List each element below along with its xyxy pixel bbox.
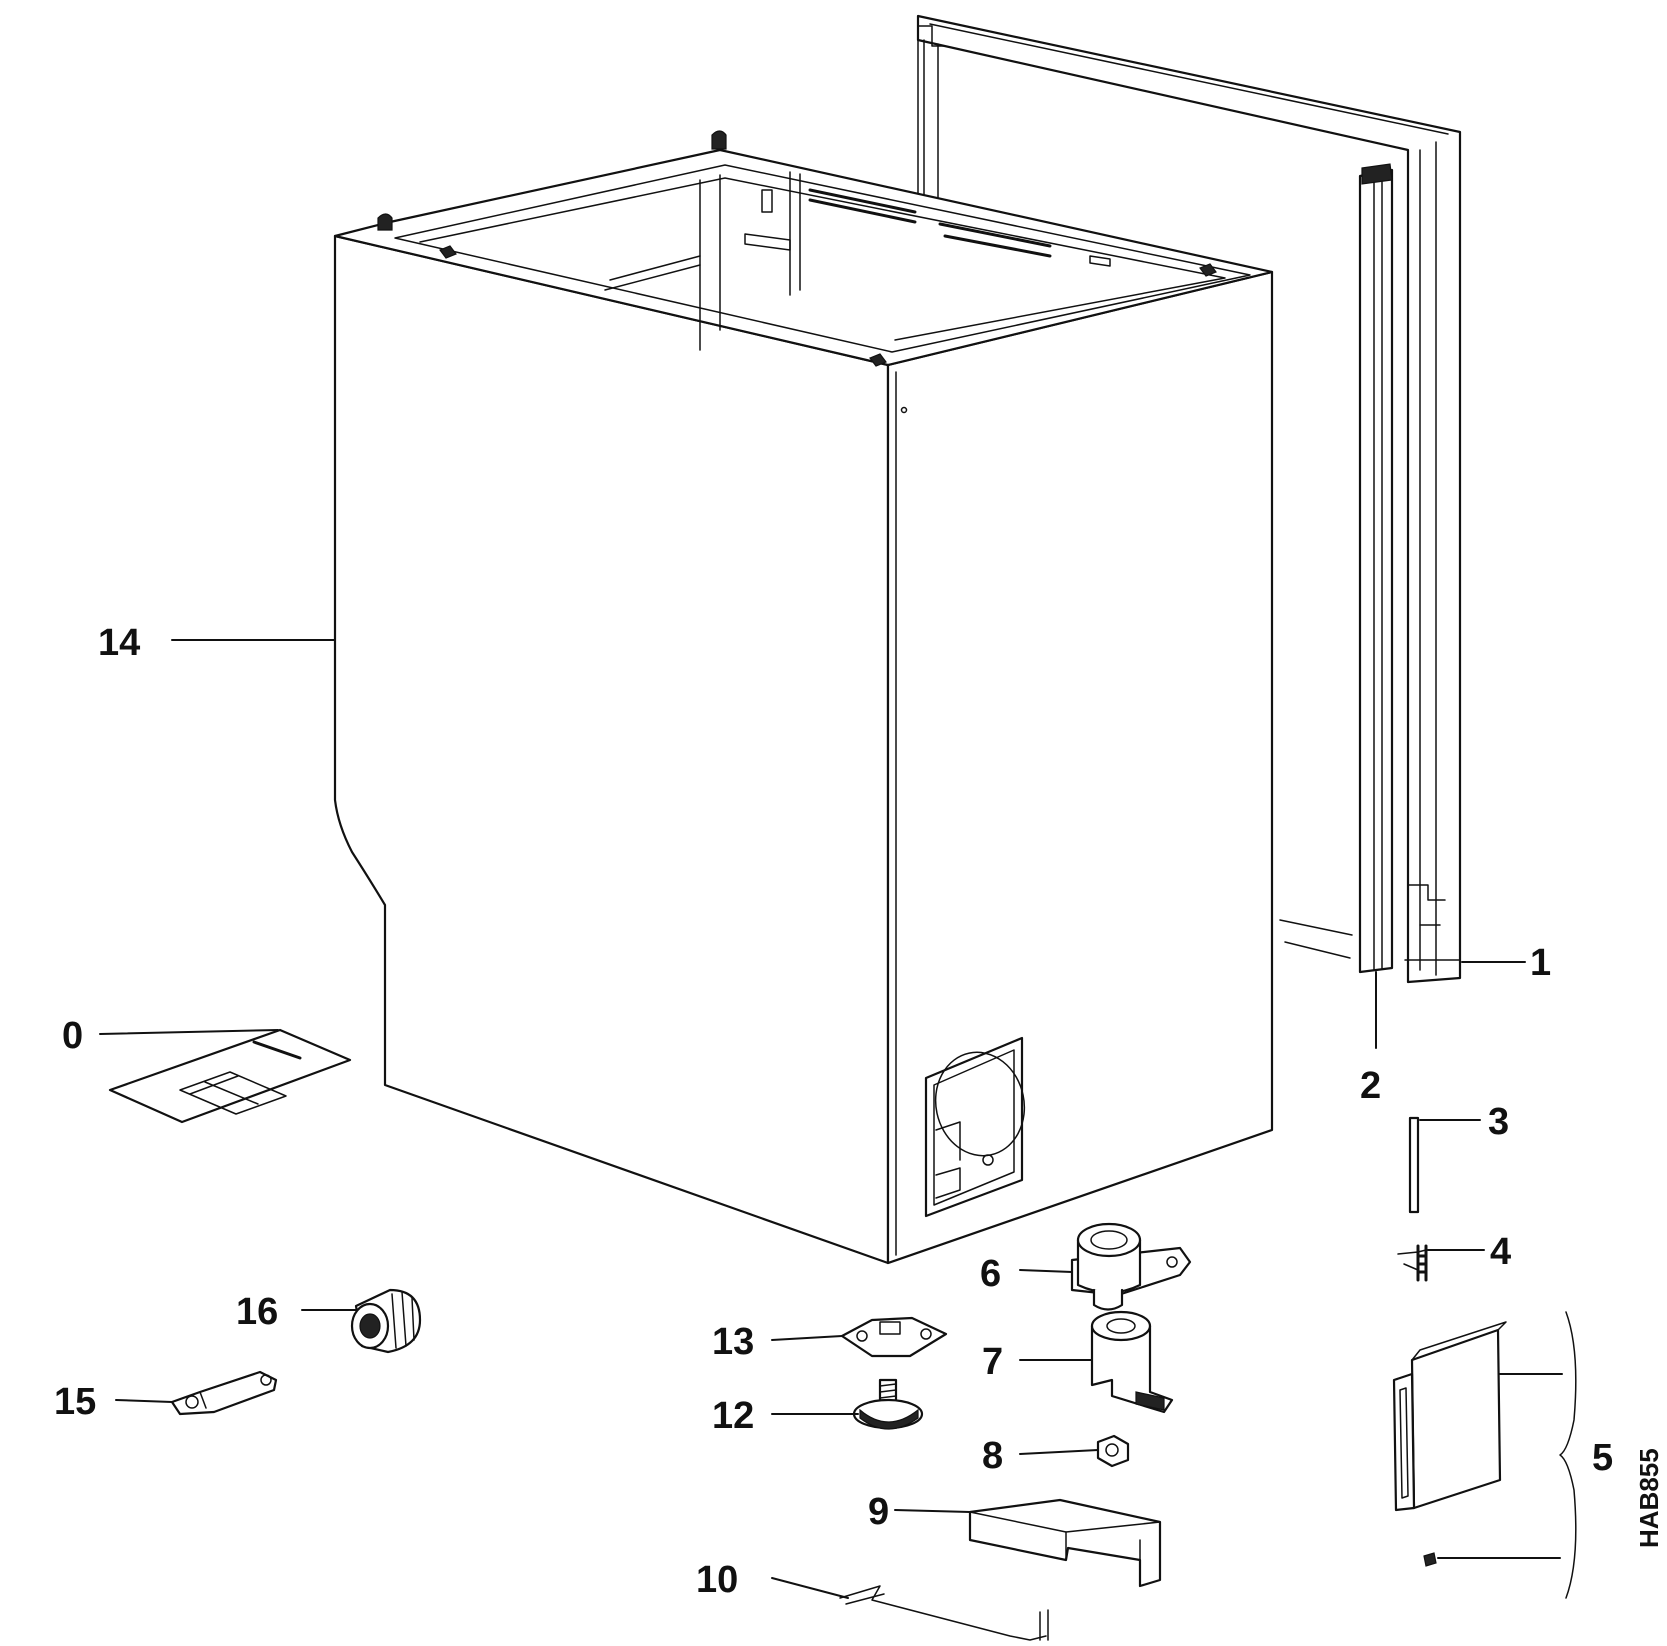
cabinet-body xyxy=(333,130,1274,1265)
diagram-code: HAB855 xyxy=(1634,1448,1664,1548)
callout-2: 2 xyxy=(1360,1065,1381,1107)
sill-block xyxy=(968,1498,1162,1588)
door-seal-strip xyxy=(1279,163,1394,974)
foot-bracket xyxy=(1070,1222,1192,1311)
callout-15: 15 xyxy=(54,1381,96,1423)
leader-lines xyxy=(99,639,1563,1599)
callout-0: 0 xyxy=(62,1015,83,1057)
callout-9: 9 xyxy=(868,1491,889,1533)
callout-4: 4 xyxy=(1490,1231,1511,1273)
callout-8: 8 xyxy=(982,1435,1003,1477)
hinge-spring xyxy=(1397,1244,1428,1282)
callout-16: 16 xyxy=(236,1291,278,1333)
callout-3: 3 xyxy=(1488,1101,1509,1143)
door-hinge-plate xyxy=(1392,1311,1577,1599)
instruction-card xyxy=(108,1028,352,1124)
callout-5: 5 xyxy=(1592,1437,1613,1479)
door-latch xyxy=(170,1370,278,1416)
callout-13: 13 xyxy=(712,1321,754,1363)
cabinet-inlet-opening xyxy=(924,1036,1026,1218)
levelling-foot xyxy=(852,1378,924,1430)
knurled-knob xyxy=(350,1288,422,1354)
callout-14: 14 xyxy=(98,622,140,664)
wire-clip xyxy=(839,1585,1049,1641)
door-frame xyxy=(916,14,1462,984)
hinge-rod xyxy=(1408,1116,1420,1214)
callout-6: 6 xyxy=(980,1253,1001,1295)
callout-7: 7 xyxy=(982,1341,1003,1383)
callout-10: 10 xyxy=(696,1559,738,1601)
foot-socket xyxy=(1090,1310,1174,1414)
callout-12: 12 xyxy=(712,1395,754,1437)
mounting-plate xyxy=(840,1316,948,1358)
hex-nut xyxy=(1096,1434,1130,1468)
callout-labels: 14 0 1 2 3 4 5 6 7 8 9 10 12 13 15 16 xyxy=(54,622,1613,1601)
callout-1: 1 xyxy=(1530,942,1551,984)
